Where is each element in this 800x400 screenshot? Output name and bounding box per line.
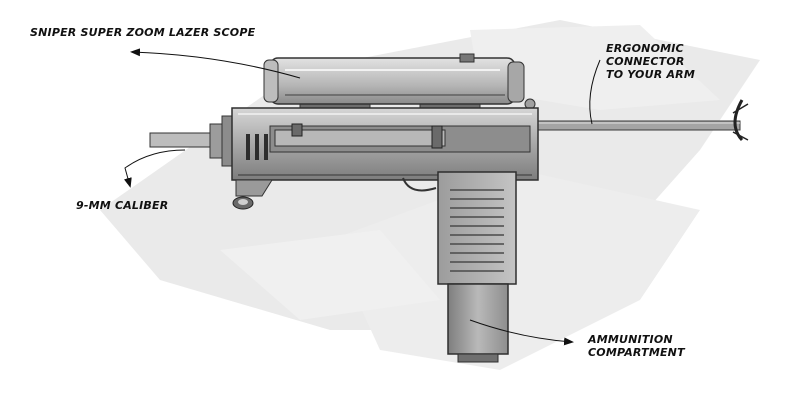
callout-arrows <box>124 48 601 346</box>
connector-callout-arrow <box>589 59 601 125</box>
barrel <box>149 115 241 167</box>
connector-label-line: ERGONOMIC <box>606 42 684 55</box>
trigger <box>402 177 437 192</box>
scope-label: SNIPER SUPER ZOOM LAZER SCOPE <box>30 26 256 39</box>
caliber-callout-arrow <box>124 149 186 188</box>
ammo-magazine <box>447 283 509 363</box>
vent-slots <box>246 134 268 160</box>
ammo-label: AMMUNITION COMPARTMENT <box>588 333 685 359</box>
ammo-label-line: AMMUNITION <box>588 333 673 346</box>
caliber-label: 9-MM CALIBER <box>76 199 169 212</box>
connector-label-line: CONNECTOR <box>606 55 685 68</box>
ammo-callout-arrow <box>469 319 574 346</box>
main-body <box>231 107 539 210</box>
connector-label: ERGONOMIC CONNECTOR TO YOUR ARM <box>606 42 695 81</box>
connector-label-line: TO YOUR ARM <box>606 68 695 81</box>
scope-callout-arrow <box>130 48 301 79</box>
grip <box>437 171 517 285</box>
ammo-label-line: COMPARTMENT <box>588 346 685 359</box>
scope <box>263 53 536 111</box>
arm-connector-rod <box>529 99 749 142</box>
